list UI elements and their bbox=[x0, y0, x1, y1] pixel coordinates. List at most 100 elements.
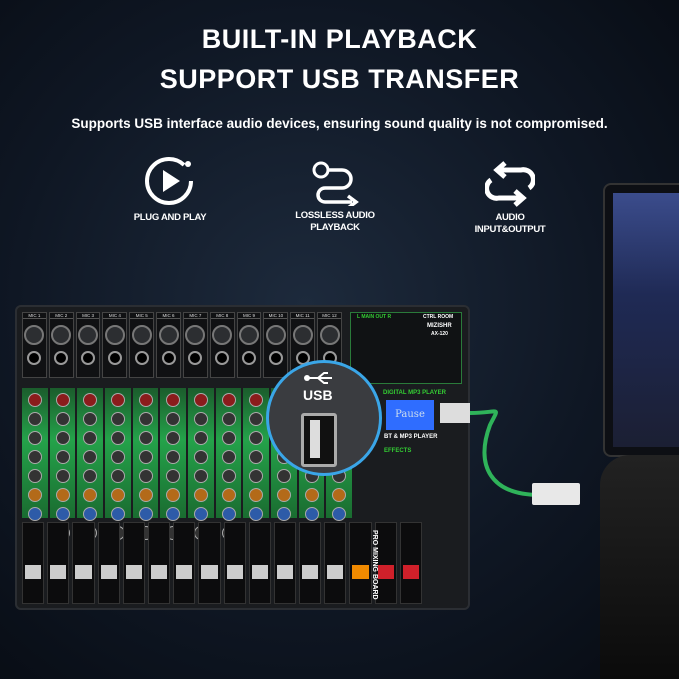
knob[interactable] bbox=[276, 469, 291, 483]
fader-cap[interactable] bbox=[251, 565, 268, 579]
knob[interactable] bbox=[110, 393, 125, 407]
knob[interactable] bbox=[83, 469, 98, 483]
xlr-jack[interactable] bbox=[212, 325, 233, 345]
xlr-jack[interactable] bbox=[158, 325, 179, 345]
fader[interactable] bbox=[72, 522, 95, 604]
knob[interactable] bbox=[249, 431, 264, 445]
line-jack[interactable] bbox=[134, 351, 149, 365]
line-jack[interactable] bbox=[161, 351, 176, 365]
knob[interactable] bbox=[193, 469, 208, 483]
knob[interactable] bbox=[276, 488, 291, 502]
knob[interactable] bbox=[27, 450, 42, 464]
knob[interactable] bbox=[221, 488, 236, 502]
knob[interactable] bbox=[166, 393, 181, 407]
knob[interactable] bbox=[27, 412, 42, 426]
knob[interactable] bbox=[110, 488, 125, 502]
knob[interactable] bbox=[55, 450, 70, 464]
knob[interactable] bbox=[110, 412, 125, 426]
knob[interactable] bbox=[110, 507, 125, 521]
fader-cap[interactable] bbox=[377, 565, 394, 579]
fader[interactable] bbox=[22, 522, 45, 604]
fader-cap[interactable] bbox=[100, 565, 117, 579]
knob[interactable] bbox=[166, 507, 181, 521]
fader[interactable] bbox=[324, 522, 347, 604]
knob[interactable] bbox=[221, 412, 236, 426]
line-jack[interactable] bbox=[107, 351, 122, 365]
knob[interactable] bbox=[27, 507, 42, 521]
knob[interactable] bbox=[110, 450, 125, 464]
fader-cap[interactable] bbox=[50, 565, 67, 579]
xlr-jack[interactable] bbox=[104, 325, 125, 345]
knob[interactable] bbox=[221, 469, 236, 483]
usb-port[interactable] bbox=[301, 413, 337, 467]
fader[interactable] bbox=[299, 522, 322, 604]
line-jack[interactable] bbox=[27, 351, 42, 365]
knob[interactable] bbox=[193, 450, 208, 464]
knob[interactable] bbox=[166, 488, 181, 502]
knob[interactable] bbox=[249, 412, 264, 426]
fader-cap[interactable] bbox=[201, 565, 218, 579]
knob[interactable] bbox=[249, 393, 264, 407]
knob[interactable] bbox=[83, 393, 98, 407]
knob[interactable] bbox=[55, 469, 70, 483]
fader[interactable] bbox=[223, 522, 246, 604]
fader[interactable] bbox=[349, 522, 372, 604]
xlr-jack[interactable] bbox=[319, 325, 340, 345]
fader[interactable] bbox=[248, 522, 271, 604]
knob[interactable] bbox=[110, 469, 125, 483]
knob[interactable] bbox=[193, 488, 208, 502]
fader-cap[interactable] bbox=[150, 565, 168, 579]
knob[interactable] bbox=[138, 488, 153, 502]
fader-cap[interactable] bbox=[352, 565, 369, 579]
line-jack[interactable] bbox=[268, 351, 283, 365]
knob[interactable] bbox=[55, 412, 70, 426]
knob[interactable] bbox=[83, 488, 98, 502]
knob[interactable] bbox=[138, 469, 153, 483]
fader[interactable] bbox=[273, 522, 297, 604]
fader-cap[interactable] bbox=[327, 565, 344, 579]
fader-cap[interactable] bbox=[125, 565, 142, 579]
knob[interactable] bbox=[83, 450, 98, 464]
xlr-jack[interactable] bbox=[265, 325, 286, 345]
line-jack[interactable] bbox=[54, 351, 69, 365]
knob[interactable] bbox=[221, 507, 236, 521]
knob[interactable] bbox=[55, 393, 70, 407]
fader-cap[interactable] bbox=[25, 565, 42, 579]
line-jack[interactable] bbox=[242, 351, 257, 365]
knob[interactable] bbox=[249, 450, 264, 464]
xlr-jack[interactable] bbox=[185, 325, 206, 345]
knob[interactable] bbox=[138, 393, 153, 407]
fader[interactable] bbox=[173, 522, 196, 604]
knob[interactable] bbox=[332, 507, 347, 521]
knob[interactable] bbox=[249, 488, 264, 502]
knob[interactable] bbox=[304, 488, 319, 502]
fader-cap[interactable] bbox=[176, 565, 193, 579]
knob[interactable] bbox=[83, 431, 98, 445]
knob[interactable] bbox=[55, 507, 70, 521]
knob[interactable] bbox=[83, 507, 98, 521]
knob[interactable] bbox=[55, 431, 70, 445]
knob[interactable] bbox=[138, 412, 153, 426]
line-jack[interactable] bbox=[188, 351, 203, 365]
xlr-jack[interactable] bbox=[24, 325, 45, 345]
fader-cap[interactable] bbox=[75, 565, 92, 579]
xlr-jack[interactable] bbox=[292, 325, 313, 345]
fader-cap[interactable] bbox=[226, 565, 243, 579]
knob[interactable] bbox=[166, 450, 181, 464]
xlr-jack[interactable] bbox=[239, 325, 260, 345]
fader[interactable] bbox=[122, 522, 145, 604]
knob[interactable] bbox=[27, 431, 42, 445]
knob[interactable] bbox=[221, 431, 236, 445]
knob[interactable] bbox=[221, 450, 236, 464]
knob[interactable] bbox=[27, 488, 42, 502]
fader[interactable] bbox=[97, 522, 120, 604]
knob[interactable] bbox=[138, 431, 153, 445]
line-jack[interactable] bbox=[81, 351, 96, 365]
knob[interactable] bbox=[193, 412, 208, 426]
knob[interactable] bbox=[27, 469, 42, 483]
fader[interactable] bbox=[198, 522, 221, 604]
knob[interactable] bbox=[166, 469, 181, 483]
line-jack[interactable] bbox=[215, 351, 230, 365]
fader[interactable] bbox=[374, 522, 397, 604]
knob[interactable] bbox=[193, 507, 208, 521]
